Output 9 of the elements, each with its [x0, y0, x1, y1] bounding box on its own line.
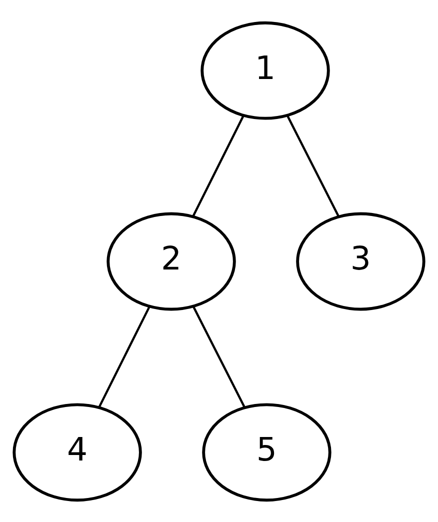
connector — [192, 306, 246, 408]
node-ellipse: 3 — [296, 212, 426, 310]
connector — [286, 114, 340, 217]
node-ellipse: 2 — [106, 212, 236, 310]
node-ellipse: 4 — [12, 402, 142, 502]
connector — [192, 114, 244, 217]
node-ellipse: 1 — [200, 20, 330, 120]
node-ellipse: 5 — [202, 402, 332, 502]
connector — [98, 306, 150, 408]
